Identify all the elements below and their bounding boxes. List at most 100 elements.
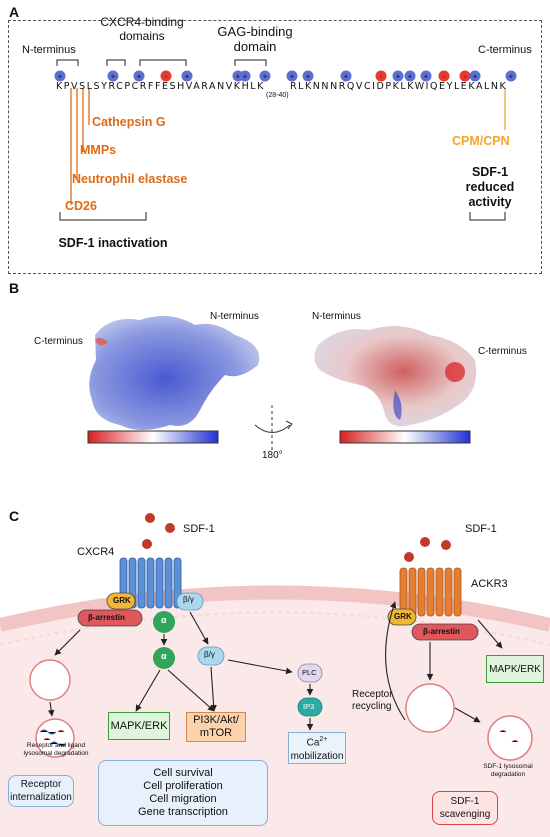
reduced-line2: reduced <box>465 180 515 194</box>
positive-charge-icon <box>54 70 66 82</box>
right-c-terminus: C-terminus <box>478 346 527 357</box>
positive-charge-icon <box>239 70 251 82</box>
positive-charge-icon <box>259 70 271 82</box>
outcome-item: Cell proliferation <box>143 780 223 792</box>
positive-charge-icon <box>181 70 193 82</box>
negative-charge-icon <box>160 70 172 82</box>
sdf1-ligands <box>142 513 451 562</box>
ca-sup: 2+ <box>319 736 328 744</box>
charge-sign: + <box>137 72 142 81</box>
plc-label: PLC <box>302 668 317 677</box>
outcome-item: Gene transcription <box>138 806 228 818</box>
cxcr4-domains-line2: domains <box>119 29 165 43</box>
charge-sign: + <box>263 72 268 81</box>
reduced-bracket <box>469 212 506 221</box>
gag-range-label: (28-40) <box>266 92 289 99</box>
positive-charge-icon <box>420 70 432 82</box>
right-color-scale <box>339 430 471 444</box>
panel-c-letter: C <box>9 508 20 524</box>
mmps-label: MMPs <box>80 143 117 157</box>
beta-gamma2-label: β/γ <box>204 650 215 659</box>
charge-sign: + <box>290 72 295 81</box>
charge-sign: - <box>165 72 168 81</box>
left-n-terminus: N-terminus <box>210 311 259 322</box>
left-endosome <box>29 659 71 701</box>
charge-sign: + <box>185 72 190 81</box>
grk-right-label: GRK <box>394 612 412 621</box>
mapk-left-box: MAPK/ERK <box>108 712 170 740</box>
positive-charge-icon <box>286 70 298 82</box>
gag-domain-label: GAG-binding domain <box>205 24 305 54</box>
charge-sign: + <box>58 72 63 81</box>
negative-charge-icon <box>459 70 471 82</box>
gag-domain-line2: domain <box>233 39 277 54</box>
scavenging-box: SDF-1 scavenging <box>432 791 498 825</box>
cxcr4-label: CXCR4 <box>77 546 115 558</box>
panel-a-letter: A <box>9 4 20 20</box>
charge-sign: + <box>306 72 311 81</box>
panel-b-letter: B <box>9 280 20 296</box>
outcome-item: Cell survival <box>153 767 213 779</box>
barr-left-label: β-arrestin <box>88 613 125 622</box>
positive-charge-icon <box>404 70 416 82</box>
reduced-line3: activity <box>468 195 512 209</box>
charge-sign: + <box>243 72 248 81</box>
degradation-left-label: Receptor and ligand lysosomal degradatio… <box>23 742 89 757</box>
panel-a-graphic: +++-+++++++-+++--++ <box>54 59 517 221</box>
charge-sign: - <box>380 72 383 81</box>
cathepsin-label: Cathepsin G <box>92 115 166 129</box>
sequence-part1: KPVSLSYRCPCRFFESHVARANVKHLK <box>56 81 265 92</box>
charge-sign: + <box>344 72 349 81</box>
gag-bracket <box>234 59 267 66</box>
negative-charge-icon <box>438 70 450 82</box>
cxcr4-domains-line1: CXCR4-binding <box>100 15 184 29</box>
ca-mobilization-label: mobilization <box>290 750 344 762</box>
n-terminal-bracket <box>56 59 79 66</box>
gag-domain-line1: GAG-binding <box>217 24 293 39</box>
pi3k-box: PI3K/Akt/ mTOR <box>186 712 246 742</box>
negative-charge-icon <box>375 70 387 82</box>
ip3-label: IP3 <box>303 702 315 711</box>
inactivation-label: SDF-1 inactivation <box>58 236 168 250</box>
left-lysosome <box>35 718 75 758</box>
positive-charge-icon <box>505 70 517 82</box>
grk-left-label: GRK <box>113 596 131 605</box>
left-c-terminus: C-terminus <box>34 336 83 347</box>
charge-sign: - <box>443 72 446 81</box>
neutrophil-elastase-label: Neutrophil elastase <box>72 172 188 186</box>
cxcr4-domains-label: CXCR4-binding domains <box>92 15 192 43</box>
ackr3-label: ACKR3 <box>471 578 508 590</box>
charge-sign: + <box>408 72 413 81</box>
positive-charge-icon <box>302 70 314 82</box>
rotation-label: 180° <box>262 450 283 461</box>
outcome-item: Cell migration <box>149 793 217 805</box>
barr-right-label: β-arrestin <box>423 627 460 636</box>
charge-sign: + <box>424 72 429 81</box>
ca-label: Ca <box>306 737 320 749</box>
positive-charge-icon <box>469 70 481 82</box>
sdf1-right-label: SDF-1 <box>465 523 497 535</box>
reduced-line1: SDF-1 <box>471 165 509 179</box>
positive-charge-icon <box>133 70 145 82</box>
reduced-activity-label: SDF-1 reduced activity <box>455 165 525 210</box>
n-terminus-label: N-terminus <box>22 44 76 56</box>
left-color-scale <box>87 430 219 444</box>
c-terminus-label: C-terminus <box>478 44 532 56</box>
mapk-right-box: MAPK/ERK <box>486 655 544 683</box>
sdf1-degradation-label: SDF-1 lysosomal degradation <box>483 763 533 778</box>
cpm-cpn-label: CPM/CPN <box>452 134 510 148</box>
charge-sign: + <box>396 72 401 81</box>
sdf1-left-label: SDF-1 <box>183 523 215 535</box>
charge-sign: + <box>473 72 478 81</box>
alpha2-label: α <box>161 651 167 661</box>
sequence-part2: RLKNNNRQVCIDPKLKWIQEYLEKALNK <box>290 81 508 92</box>
positive-charge-icon <box>392 70 404 82</box>
cxcr4-bracket-2 <box>139 59 187 66</box>
internalization-box: Receptor internalization <box>8 775 74 807</box>
left-protein-surface <box>89 316 260 430</box>
charge-sign: + <box>111 72 116 81</box>
alpha-label: α <box>161 615 167 625</box>
right-protein-surface <box>314 326 477 427</box>
